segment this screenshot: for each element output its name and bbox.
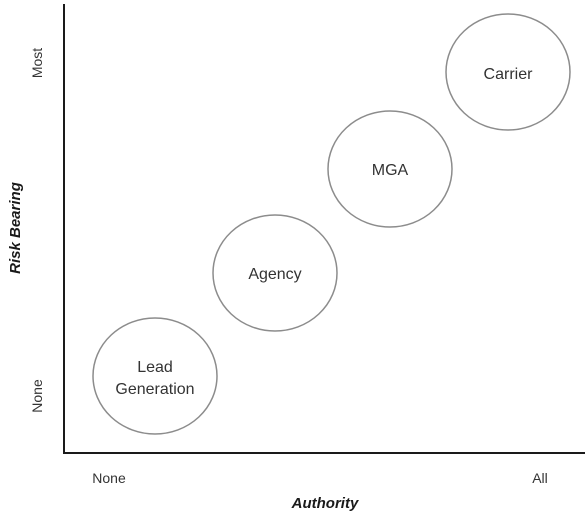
node-circle [212,214,338,332]
y-tick-none: None [29,379,45,413]
y-axis-title: Risk Bearing [7,182,24,274]
node-circle [92,317,218,435]
node-label: Agency [248,266,301,283]
y-tick-most: Most [29,48,45,78]
node-circle [445,13,571,131]
node-label-line-2: Generation [115,381,194,398]
x-tick-none: None [92,470,126,486]
node-agency: Agency [212,214,338,332]
node-lead-generation: Lead Generation [92,317,218,435]
node-label: MGA [372,162,409,179]
node-circle [327,110,453,228]
node-label: Carrier [484,66,534,83]
node-carrier: Carrier [445,13,571,131]
x-tick-all: All [532,470,548,486]
node-label-line-1: Lead [137,359,173,376]
x-axis-title: Authority [291,495,359,512]
node-mga: MGA [327,110,453,228]
